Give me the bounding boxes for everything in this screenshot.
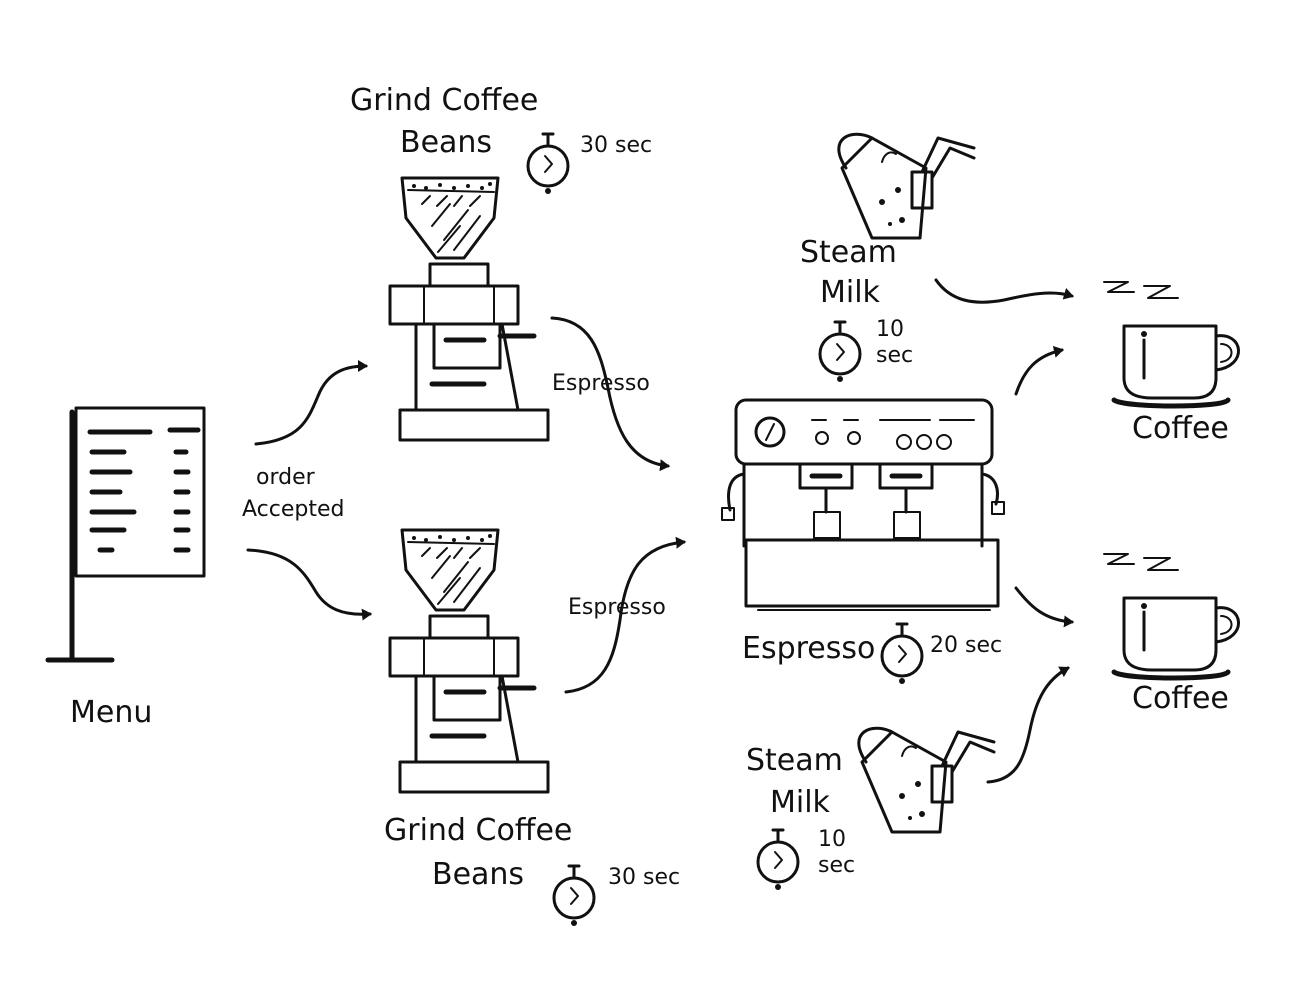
- stopwatch-icon: [552, 864, 596, 928]
- order-accepted-label-1: order: [256, 465, 316, 490]
- stopwatch-icon: [818, 320, 862, 384]
- coffee-top-label: Coffee: [1132, 411, 1229, 446]
- coffee-cup-icon: [1104, 282, 1239, 406]
- stopwatch-icon: [526, 132, 570, 196]
- steam-bottom-label-2: Milk: [770, 785, 831, 820]
- espresso-arrow-top-label: Espresso: [552, 371, 650, 396]
- coffee-grinder-icon: [390, 530, 548, 792]
- coffee-cup-icon: [1104, 554, 1239, 678]
- grind-bottom-time: 30 sec: [608, 865, 680, 890]
- steam-bottom-time-2: sec: [818, 853, 855, 878]
- grind-bottom-label-2: Beans: [432, 857, 524, 892]
- steam-bottom-label-1: Steam: [746, 743, 843, 778]
- coffee-bottom-label: Coffee: [1132, 681, 1229, 716]
- arrow-to-grinder-top: [254, 360, 368, 446]
- arrow-milk-top-to-coffee-top: [934, 278, 1074, 304]
- arrow-grinder-top-to-espresso: [550, 316, 670, 472]
- menu-board: [45, 406, 206, 663]
- espresso-machine-icon: [721, 398, 1005, 611]
- arrow-to-grinder-bottom: [246, 548, 372, 621]
- coffee-grinder-icon: [390, 178, 548, 440]
- arrow-espresso-to-coffee-top: [1014, 345, 1064, 396]
- espresso-time: 20 sec: [930, 633, 1002, 658]
- stopwatch-icon: [756, 828, 800, 892]
- order-accepted-label-2: Accepted: [242, 497, 344, 522]
- grind-top-time: 30 sec: [580, 133, 652, 158]
- milk-pitcher-icon: [837, 132, 976, 240]
- milk-pitcher-icon: [857, 726, 996, 834]
- stopwatch-icon: [880, 622, 924, 686]
- arrow-espresso-to-coffee-bottom: [1014, 586, 1074, 628]
- arrow-grinder-bottom-to-espresso: [564, 536, 686, 694]
- steam-bottom-time-1: 10: [818, 827, 846, 852]
- steam-top-label-2: Milk: [820, 275, 881, 310]
- grind-bottom-label-1: Grind Coffee: [384, 813, 572, 848]
- grind-top-label-2: Beans: [400, 125, 492, 160]
- espresso-arrow-bottom-label: Espresso: [568, 595, 666, 620]
- grind-top-label-1: Grind Coffee: [350, 83, 538, 118]
- menu-label: Menu: [70, 695, 152, 730]
- steam-top-time-1: 10: [876, 317, 904, 342]
- steam-top-label-1: Steam: [800, 235, 897, 270]
- espresso-machine-label: Espresso: [742, 631, 875, 666]
- steam-top-time-2: sec: [876, 343, 913, 368]
- arrow-milk-bottom-to-coffee-bottom: [986, 666, 1070, 784]
